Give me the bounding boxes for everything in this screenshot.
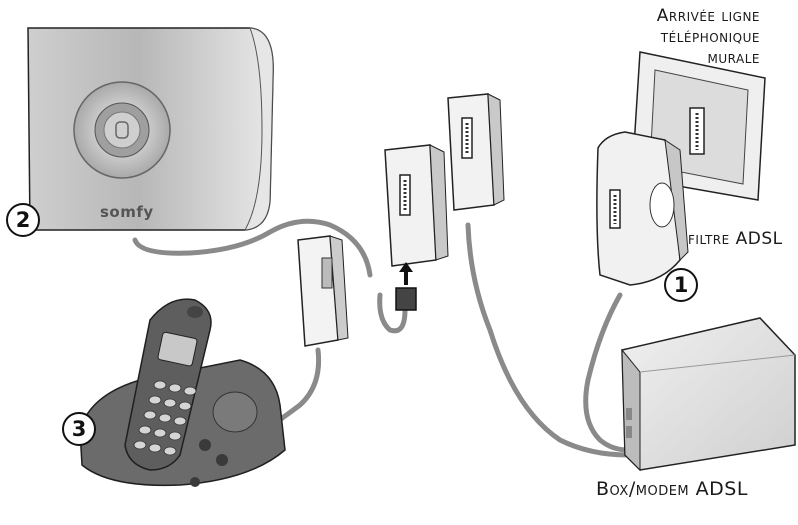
keypad bbox=[133, 380, 197, 456]
socket-block-left bbox=[384, 144, 449, 267]
label-wall-line: Arrivée ligne téléphonique murale bbox=[610, 6, 760, 69]
cordless-phone bbox=[79, 298, 286, 487]
cable-somfy-to-splitter bbox=[132, 218, 373, 278]
somfy-alarm-unit bbox=[27, 27, 274, 231]
callout-1: 1 bbox=[664, 268, 698, 302]
cable-rj11 bbox=[377, 292, 408, 334]
adsl-box bbox=[621, 317, 796, 472]
adsl-filter bbox=[596, 131, 689, 286]
callout-2: 2 bbox=[6, 203, 40, 237]
socket-block-right bbox=[447, 93, 505, 211]
cable-adsl-to-box bbox=[583, 292, 631, 453]
cables bbox=[132, 218, 631, 458]
label-wall-line-2: téléphonique bbox=[660, 27, 760, 47]
callout-3: 3 bbox=[62, 412, 96, 446]
label-adsl-filter: filtre ADSL bbox=[688, 229, 783, 249]
label-adsl-box: Box/modem ADSL bbox=[596, 478, 748, 500]
rj11-plug bbox=[395, 262, 417, 311]
somfy-logo: somfy bbox=[100, 203, 154, 221]
up-arrow-icon bbox=[399, 262, 413, 285]
bell-icon bbox=[115, 121, 129, 139]
cable-filter-to-box bbox=[465, 222, 631, 458]
label-wall-line-1: Arrivée ligne bbox=[656, 6, 760, 26]
phone-splitter bbox=[297, 235, 349, 347]
label-wall-line-3: murale bbox=[707, 48, 760, 68]
